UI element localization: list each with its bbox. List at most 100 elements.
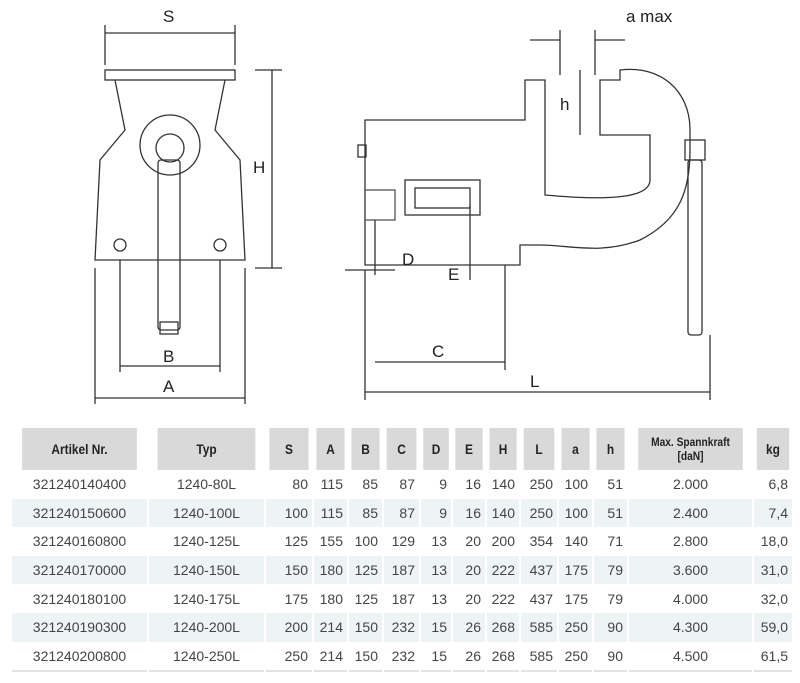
table-cell: 4.300 [629, 612, 752, 642]
table-cell: 437 [521, 555, 557, 585]
table-cell: 175 [559, 555, 592, 585]
table-cell: 26 [453, 612, 485, 642]
dim-label-B: B [163, 347, 174, 366]
table-cell: 9 [439, 476, 447, 493]
table-cell: 150 [349, 642, 382, 673]
table-cell: 4.500 [629, 642, 752, 673]
dim-label-a-max: a max [626, 7, 673, 26]
table-cell: 222 [491, 590, 515, 607]
table-cell: 250 [559, 642, 592, 673]
table-cell: 250 [521, 498, 557, 528]
column-header: a [561, 428, 590, 470]
column-header: E [455, 428, 483, 470]
table-cell: 61,5 [754, 642, 792, 673]
column-header: Typ [157, 428, 256, 470]
table-cell: 214 [314, 642, 347, 673]
table-cell: 1240-125L [173, 533, 240, 550]
table-cell: 13 [431, 533, 447, 550]
table-cell: 71 [607, 533, 623, 550]
table-cell: 100 [559, 498, 592, 528]
table-cell: 250 [529, 476, 553, 493]
vise-side-view [345, 30, 711, 400]
table-cell: 222 [487, 555, 519, 585]
table-cell: 15 [421, 642, 451, 673]
table-cell: 175 [564, 590, 588, 607]
table-cell: 250 [559, 612, 592, 642]
table-cell: 321240200800 [12, 642, 147, 673]
table-cell: 31,0 [754, 555, 792, 585]
table-cell: 187 [384, 555, 419, 585]
table-cell: 155 [319, 533, 343, 550]
column-header: Artikel Nr. [22, 428, 137, 470]
table-cell: 51 [607, 476, 623, 493]
table-cell: 321240170000 [12, 555, 147, 585]
table-cell: 90 [594, 642, 627, 673]
dim-label-C: C [432, 342, 444, 361]
table-cell: 321240190300 [12, 612, 147, 642]
table-cell: 2.000 [672, 476, 709, 493]
dim-label-A: A [163, 377, 175, 396]
table-cell: 79 [607, 590, 623, 607]
column-header: S [269, 428, 309, 470]
table-cell: 175 [284, 590, 308, 607]
column-header: D [423, 428, 449, 470]
table-cell: 87 [399, 476, 415, 493]
table-cell: 129 [391, 533, 415, 550]
table-cell: 6,8 [768, 476, 788, 493]
column-header: kg [756, 428, 790, 470]
table-cell: 125 [284, 533, 308, 550]
table-cell: 125 [354, 590, 378, 607]
table-cell: 85 [349, 498, 382, 528]
table-cell: 26 [453, 642, 485, 673]
table-cell: 16 [465, 476, 481, 493]
dim-label-E: E [448, 265, 459, 284]
table-cell: 100 [266, 498, 312, 528]
table-cell: 232 [384, 642, 419, 673]
dim-label-h: h [560, 95, 569, 114]
table-cell: 1240-80L [176, 476, 237, 493]
table-cell: 585 [521, 612, 557, 642]
table-cell: 13 [431, 590, 447, 607]
table-cell: 59,0 [754, 612, 792, 642]
table-cell: 125 [349, 555, 382, 585]
dim-label-D: D [402, 250, 414, 269]
table-cell: 51 [594, 498, 627, 528]
table-cell: 268 [487, 642, 519, 673]
table-cell: 321240180100 [32, 590, 127, 607]
dim-label-S: S [163, 7, 174, 26]
column-header: h [596, 428, 625, 470]
vise-front-view [94, 25, 282, 404]
table-cell: 140 [487, 498, 519, 528]
table-cell: 18,0 [760, 533, 788, 550]
table-cell: 150 [266, 555, 312, 585]
table-cell: 140 [564, 533, 588, 550]
dim-label-H: H [253, 158, 265, 177]
table-cell: 15 [421, 612, 451, 642]
table-cell: 232 [384, 612, 419, 642]
table-cell: 4.000 [672, 590, 709, 607]
table-cell: 13 [421, 555, 451, 585]
table-cell: 79 [594, 555, 627, 585]
table-cell: 16 [453, 498, 485, 528]
table-cell: 250 [266, 642, 312, 673]
table-cell: 20 [453, 555, 485, 585]
column-header: B [351, 428, 380, 470]
table-cell: 20 [465, 590, 481, 607]
table-cell: 354 [529, 533, 553, 550]
table-cell: 1240-100L [149, 498, 264, 528]
table-cell: 90 [594, 612, 627, 642]
table-cell: 2.800 [672, 533, 709, 550]
column-header: L [523, 428, 555, 470]
table-cell: 1240-200L [149, 612, 264, 642]
table-cell: 150 [349, 612, 382, 642]
table-cell: 268 [487, 612, 519, 642]
column-header: C [386, 428, 417, 470]
table-cell: 100 [354, 533, 378, 550]
column-header: H [489, 428, 517, 470]
